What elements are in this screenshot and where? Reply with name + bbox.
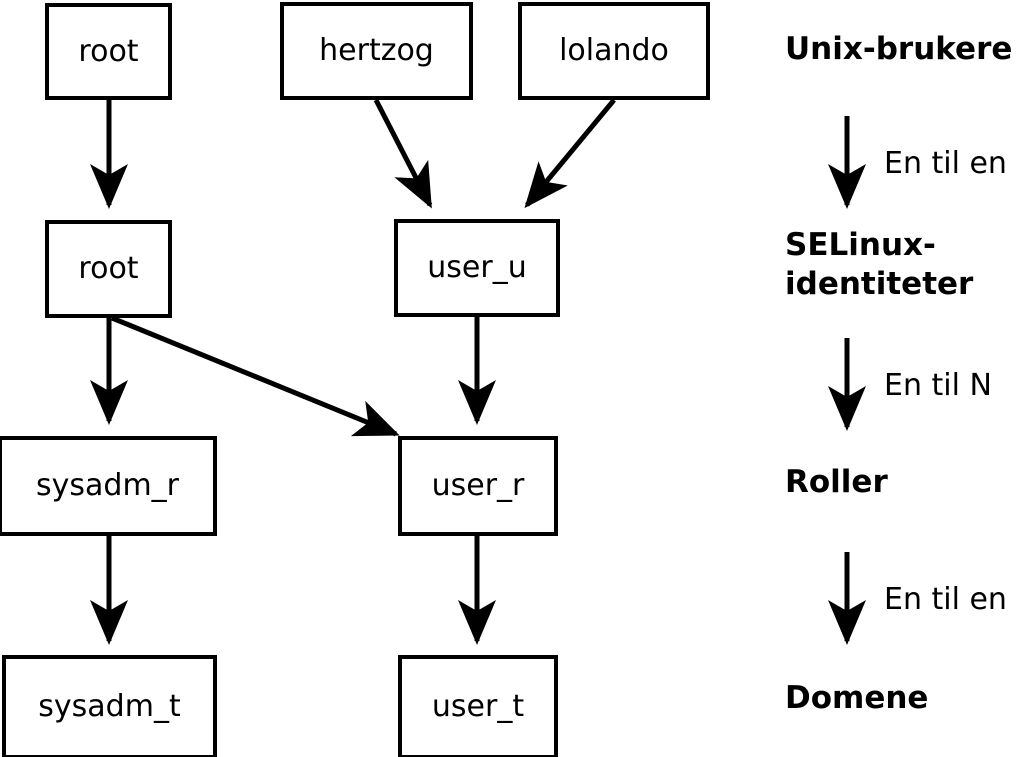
node-role_sysadm_r[interactable]: sysadm_r xyxy=(0,436,217,536)
node-sel_user_u[interactable]: user_u xyxy=(394,219,560,317)
legend-unix-brukere: Unix-brukere xyxy=(785,31,1013,67)
legend-rel-3-label: En til en xyxy=(884,582,1007,617)
legend-roller: Roller xyxy=(785,464,888,500)
node-unix_hertzog[interactable]: hertzog xyxy=(280,2,473,100)
node-sel_root[interactable]: root xyxy=(45,220,172,318)
node-unix_lolando[interactable]: lolando xyxy=(518,2,710,100)
legend-rel-2-label: En til N xyxy=(884,368,992,403)
edge-sel_root-to-role_user_r xyxy=(111,315,400,437)
edge-unix_hertzog-to-sel_user_u xyxy=(373,98,433,209)
legend-rel-1-label: En til en xyxy=(884,146,1007,181)
edge-unix_lolando-to-sel_user_u xyxy=(524,98,616,209)
node-dom_user_t[interactable]: user_t xyxy=(398,655,558,757)
node-dom_sysadm_t[interactable]: sysadm_t xyxy=(2,655,217,757)
legend-selinux-line1: SELinux- xyxy=(785,227,936,263)
legend-domene: Domene xyxy=(785,680,929,716)
node-role_user_r[interactable]: user_r xyxy=(398,436,558,536)
node-unix_root[interactable]: root xyxy=(45,3,172,100)
graph-edges xyxy=(90,98,616,646)
legend-selinux-line2: identiteter xyxy=(785,266,974,302)
